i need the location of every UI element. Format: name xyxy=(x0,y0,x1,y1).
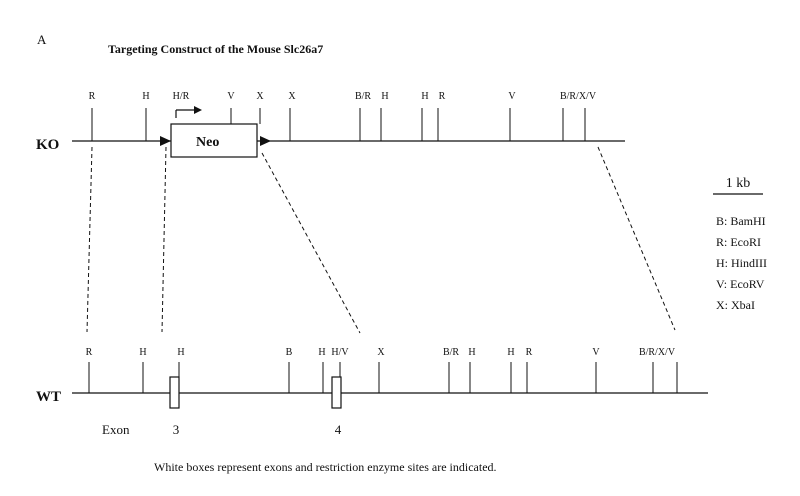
exon-4-number: 4 xyxy=(335,422,342,437)
ko-site-label: B/R/X/V xyxy=(560,91,597,102)
figure-caption: White boxes represent exons and restrict… xyxy=(154,460,497,474)
wt-site-label: H xyxy=(139,347,146,358)
legend-item-hindiii: H: HindIII xyxy=(716,256,767,270)
ko-site-label: X xyxy=(256,91,264,102)
panel-letter: A xyxy=(37,32,47,47)
legend-item-xbai: X: XbaI xyxy=(716,298,755,312)
wt-site-label: H xyxy=(177,347,184,358)
wt-site-label: R xyxy=(526,347,533,358)
ko-site-label: R xyxy=(439,91,446,102)
wt-track-label: WT xyxy=(36,389,61,405)
wt-site-label: H xyxy=(507,347,514,358)
wt-site-label: B xyxy=(286,347,293,358)
legend-item-ecorv: V: EcoRV xyxy=(716,277,765,291)
wt-site-label: V xyxy=(592,347,600,358)
homology-lines xyxy=(86,146,676,334)
neo-promoter-arrowhead xyxy=(194,106,202,114)
wt-site-label: H xyxy=(468,347,475,358)
diagram-title: Targeting Construct of the Mouse Slc26a7 xyxy=(108,42,323,56)
wt-site-label: H/V xyxy=(331,347,349,358)
ko-site-label: H xyxy=(381,91,388,102)
exon-3-number: 3 xyxy=(173,422,180,437)
scale-label: 1 kb xyxy=(726,176,751,191)
enzyme-legend: B: BamHI R: EcoRI H: HindIII V: EcoRV X:… xyxy=(716,214,767,312)
legend-item-bamhi: B: BamHI xyxy=(716,214,766,228)
wt-track: R H H B H H/V X B/R H H R V B/R/X/V WT E… xyxy=(36,347,708,437)
ko-site-label: V xyxy=(508,91,516,102)
homology-line xyxy=(597,146,676,331)
ko-track-label: KO xyxy=(36,137,59,153)
wt-site-label: R xyxy=(86,347,93,358)
ko-arrowhead-right xyxy=(260,136,271,146)
ko-site-label: H xyxy=(421,91,428,102)
ko-site-label: R xyxy=(89,91,96,102)
exon-4-box xyxy=(331,376,342,409)
wt-site-label: B/R/X/V xyxy=(639,347,676,358)
scale-bar: 1 kb xyxy=(713,176,763,195)
ko-site-label: H xyxy=(142,91,149,102)
ko-track: Neo R H H/R V X X B/R H H R V B/R/X/V KO xyxy=(36,91,625,158)
homology-line xyxy=(86,146,93,333)
ko-arrowhead-left xyxy=(160,136,171,146)
ko-site-label: H/R xyxy=(173,91,190,102)
neo-label: Neo xyxy=(196,135,219,150)
ko-site-label: X xyxy=(288,91,296,102)
homology-line xyxy=(261,152,361,334)
wt-site-label: H xyxy=(318,347,325,358)
exon-3-box xyxy=(169,376,180,409)
wt-site-label: X xyxy=(377,347,385,358)
wt-site-label: B/R xyxy=(443,347,459,358)
legend-item-ecori: R: EcoRI xyxy=(716,235,761,249)
ko-site-label: V xyxy=(227,91,235,102)
homology-line xyxy=(161,146,167,333)
ko-site-label: B/R xyxy=(355,91,371,102)
exon-word: Exon xyxy=(102,422,130,437)
